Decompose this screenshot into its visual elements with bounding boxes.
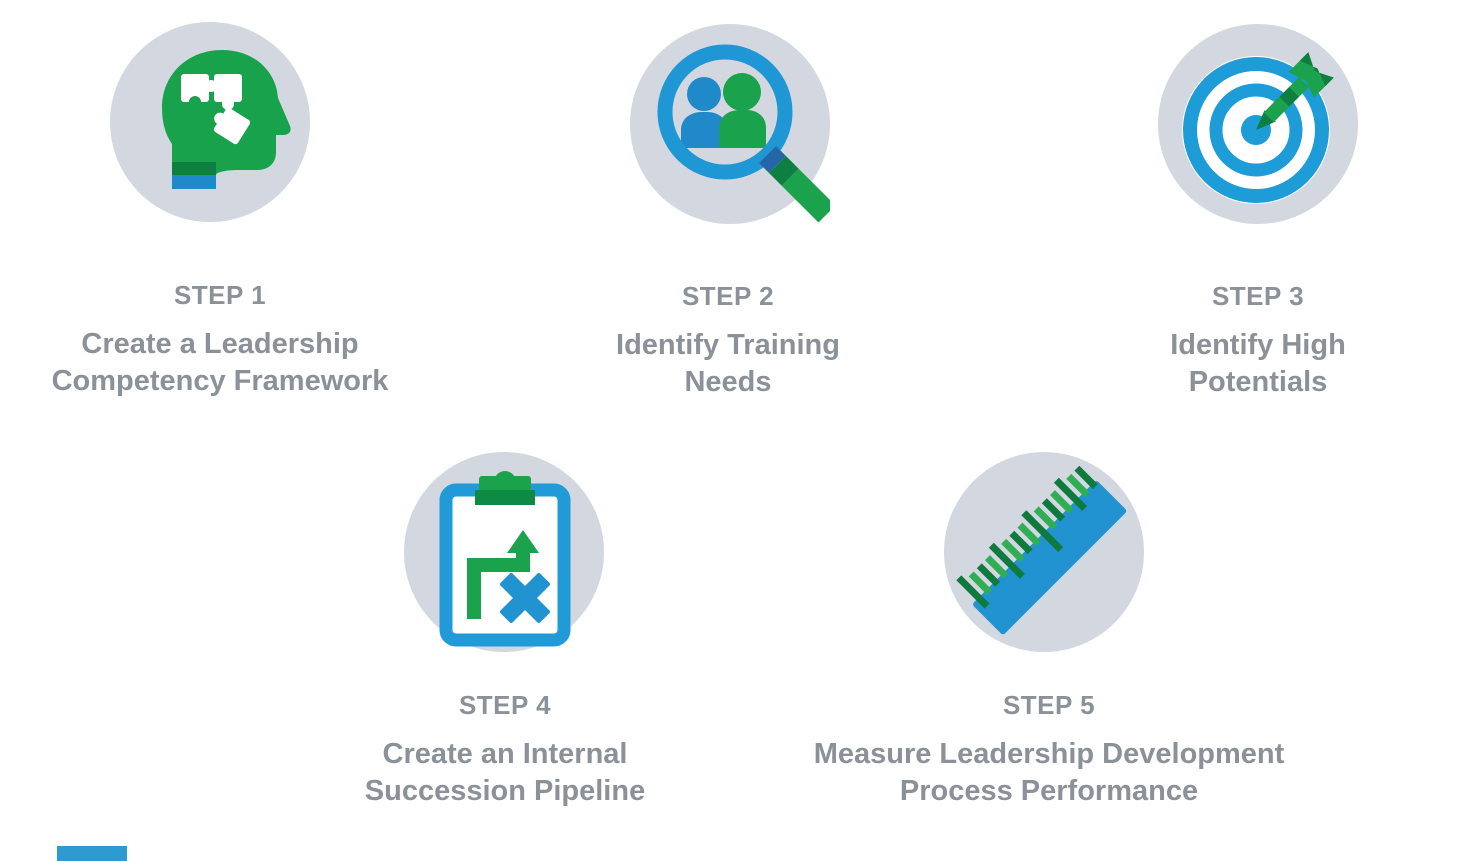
step-3-title: Identify High Potentials xyxy=(1170,329,1346,398)
step-2-title: Identify Training Needs xyxy=(616,329,840,398)
target-dart-icon xyxy=(1182,52,1334,204)
step-3-label: STEP 3 xyxy=(1211,281,1305,311)
step-2-icon-circle xyxy=(630,24,830,224)
step-3-icon-circle xyxy=(1158,24,1358,224)
magnifier-people-icon xyxy=(657,44,830,223)
step-4-label: STEP 4 xyxy=(458,690,552,720)
step-5-title: Measure Leadership Development Process P… xyxy=(813,738,1285,807)
head-puzzle-icon xyxy=(162,50,291,189)
step-5-icon-circle xyxy=(944,452,1144,652)
step-4-icon-circle xyxy=(404,452,604,652)
step-2-label: STEP 2 xyxy=(681,281,775,311)
step-5-label: STEP 5 xyxy=(1002,690,1096,720)
step-4-title: Create an Internal Succession Pipeline xyxy=(364,738,646,807)
ruler-icon xyxy=(956,465,1127,635)
bottom-left-blue-bar xyxy=(57,846,127,861)
step-1-title: Create a Leadership Competency Framework xyxy=(51,328,389,397)
step-1-icon-circle xyxy=(110,22,310,222)
clipboard-route-icon xyxy=(439,471,571,647)
step-1-label: STEP 1 xyxy=(173,280,267,310)
